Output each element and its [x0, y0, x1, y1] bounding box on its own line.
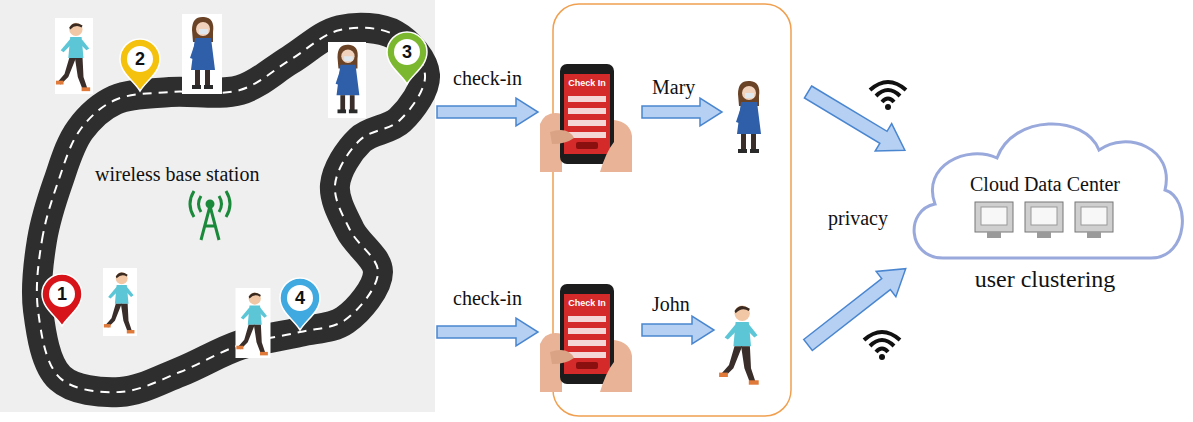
user-name: John: [652, 292, 690, 316]
screen-title: Check In: [564, 77, 610, 89]
checkin-arrow: [437, 318, 538, 346]
person-figure: [718, 300, 762, 388]
cloud-label: user clustering: [905, 265, 1185, 293]
location-pin: 2: [118, 37, 162, 93]
road: [37, 28, 425, 392]
edge-label: check-in: [453, 286, 522, 310]
callout-number: 2: [118, 48, 162, 70]
location-pin: 1: [40, 272, 84, 328]
checkin-arrow: [437, 98, 538, 126]
map-panel: 1 2 3 4 wireless base station: [0, 0, 435, 412]
group-frame: [553, 4, 791, 416]
antenna-icon: [190, 191, 230, 240]
person-figure: [103, 268, 137, 336]
callout-number: 3: [385, 41, 429, 63]
screen-title: Check In: [564, 297, 610, 309]
flow-arrows: [642, 78, 916, 357]
wifi-icon: [870, 82, 906, 110]
user-name: Mary: [652, 75, 695, 99]
map-label: wireless base station: [95, 162, 259, 186]
edge-label: check-in: [453, 66, 522, 90]
person-figure: [236, 288, 271, 358]
panel-outline: [0, 0, 435, 412]
location-pin: 4: [278, 276, 322, 332]
road-marking: [37, 28, 425, 392]
callout-number: 1: [40, 283, 84, 305]
person-figure: [728, 78, 768, 158]
person-figure: [182, 14, 222, 94]
callout-number: 4: [278, 287, 322, 309]
person-figure: [328, 42, 366, 118]
cloud-label: Cloud Data Center: [905, 172, 1185, 196]
phone-checkin: Check In: [540, 62, 635, 172]
person-figure: [55, 18, 93, 94]
wifi-icon: [864, 332, 900, 360]
location-pin: 3: [385, 30, 429, 86]
cloud-shape: Cloud Data Center user clustering: [905, 110, 1185, 300]
phone-checkin: Check In: [540, 282, 635, 392]
note-label: privacy: [828, 206, 888, 230]
